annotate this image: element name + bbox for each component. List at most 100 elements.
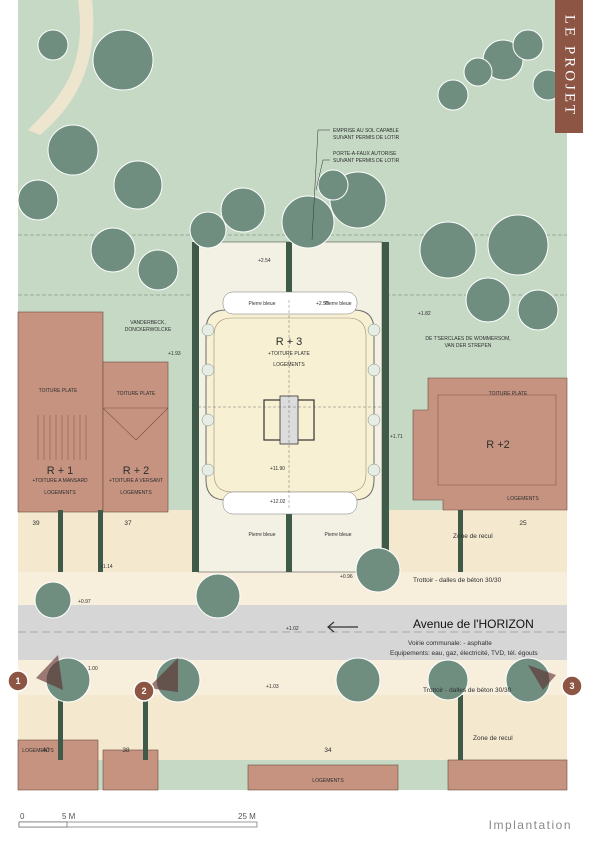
view-cone <box>36 655 63 690</box>
view-marker-2[interactable]: 2 <box>133 658 178 702</box>
logements-label: LOGEMENTS <box>312 778 344 784</box>
view-cone <box>528 665 556 690</box>
view-marker-1[interactable]: 1 <box>7 655 63 692</box>
building-right-r2: R +2 <box>486 439 510 451</box>
level-mark: +1.93 <box>168 351 181 357</box>
section-tab-label: LE PROJET <box>561 14 578 118</box>
ridge-line <box>102 407 137 441</box>
scale-bar: 0 5 M 25 M <box>18 812 258 828</box>
callout-leader <box>311 129 330 241</box>
level-mark: +1.14 <box>100 564 113 570</box>
ridge-line <box>135 407 169 441</box>
building-r1: R + 1 <box>47 465 74 477</box>
terrace-bottom <box>222 491 358 515</box>
road-surface <box>18 605 567 660</box>
roof-label: TOITURE PLATE <box>489 391 528 397</box>
owner-right: DE T'SERCLAES DE WOMMERSOM, <box>425 336 510 342</box>
site-plan-map: 1 2 3 EMPRISE AU SOL CAPABLE SUIVANT PER… <box>7 0 583 791</box>
house-number: 39 <box>32 520 40 527</box>
garden-path <box>28 0 94 135</box>
section-tab: LE PROJET <box>555 0 583 133</box>
building-left-mid <box>102 361 169 513</box>
building-right-inner <box>437 394 557 486</box>
hedge-front <box>458 510 463 572</box>
house-number: 38 <box>122 747 130 754</box>
logements-label: LOGEMENTS <box>22 748 54 754</box>
roof-label: TOITURE PLATE <box>39 388 78 394</box>
building-bottom-left2 <box>102 749 159 791</box>
sidewalk-label: Trottoir - dalles de béton 30/30 <box>413 577 502 584</box>
owner-left: VANDERBECK, <box>130 320 165 326</box>
sidewalk-bottom <box>18 660 567 695</box>
annotation-porte: PORTE-A-FAUX AUTORISE <box>333 151 397 157</box>
house-number: 34 <box>324 747 332 754</box>
house-number: 25 <box>519 520 527 527</box>
marker-number: 3 <box>569 681 574 691</box>
logements-label: LOGEMENTS <box>44 490 76 496</box>
project-roof: +TOITURE PLATE <box>268 351 310 357</box>
scale-end: 25 M <box>238 812 256 821</box>
project-use: LOGEMENTS <box>273 362 305 368</box>
level-mark: +0.96 <box>340 574 353 580</box>
hedge-front <box>58 695 63 760</box>
stone-label: Pierre bleue <box>249 301 276 307</box>
level-mark: +2.59 <box>316 301 329 307</box>
owner-left: DONCKERWOLCKE <box>125 327 172 333</box>
scale-zero: 0 <box>20 812 25 821</box>
zone-label: Zone de recul <box>453 533 493 540</box>
scale-bar-segment <box>18 821 68 828</box>
building-right <box>412 377 568 511</box>
level-mark: 1.00 <box>88 666 98 672</box>
page-caption: Implantation <box>488 818 572 832</box>
logements-label: LOGEMENTS <box>120 490 152 496</box>
annotation-emprise: EMPRISE AU SOL CAPABLE <box>333 128 400 134</box>
level-mark: +1.82 <box>418 311 431 317</box>
level-mark: +1.02 <box>286 626 299 632</box>
direction-arrow <box>327 621 358 633</box>
logements-label: LOGEMENTS <box>507 496 539 502</box>
building-left-flatroof <box>17 311 104 513</box>
zone-label: Zone de recul <box>473 735 513 742</box>
hedge-left <box>192 242 199 572</box>
project-trees <box>201 323 381 477</box>
project-floors: R + 3 <box>276 336 303 348</box>
terrace-top <box>222 291 358 315</box>
building-r2-note: +TOITURE A VERSANT <box>109 478 163 484</box>
building-bottom-right <box>447 759 568 791</box>
front-yard-bottom <box>18 695 567 760</box>
hedge-right <box>382 242 389 572</box>
level-mark: +2.54 <box>258 258 271 264</box>
level-mark: +12.02 <box>270 499 286 505</box>
road-name: Avenue de l'HORIZON <box>413 617 534 631</box>
road-equipements: Equipements: eau, gaz, électricité, TVD,… <box>390 650 538 657</box>
roof-label: TOITURE PLATE <box>117 391 156 397</box>
stone-label: Pierre bleue <box>325 532 352 538</box>
house-number: 40 <box>42 747 50 754</box>
callout-leader <box>315 159 330 191</box>
building-bottom-mid <box>247 764 399 791</box>
hedge-front <box>458 695 463 760</box>
annotation-emprise: SUIVANT PERMIS DE LOTIR <box>333 135 400 141</box>
level-mark: +11.90 <box>270 466 285 472</box>
road-voirie: Voirie communale: - asphalte <box>408 640 492 647</box>
view-marker-3[interactable]: 3 <box>528 665 583 697</box>
marker-number: 2 <box>141 686 146 696</box>
stone-label: Pierre bleue <box>249 532 276 538</box>
scale-mid: 5 M <box>62 812 76 821</box>
building-r1-note: +TOITURE A MANSARD <box>32 478 88 484</box>
house-number: 37 <box>124 520 132 527</box>
marker-number: 1 <box>15 676 20 686</box>
level-mark: +1.71 <box>390 434 403 440</box>
stone-label: Pierre bleue <box>325 301 352 307</box>
annotation-porte: SUIVANT PERMIS DE LOTIR <box>333 158 400 164</box>
level-mark: +0.97 <box>78 599 91 605</box>
sidewalk-top <box>18 572 567 605</box>
building-r2: R + 2 <box>123 465 150 477</box>
hedge-front <box>58 510 63 572</box>
sidewalk-label: Trottoir - dalles de béton 30/30 <box>423 687 512 694</box>
hedge-front <box>98 510 103 572</box>
roof-hatch-left <box>37 415 87 460</box>
hedge-front <box>143 695 148 760</box>
owner-right: VAN DER STREPEN <box>445 343 492 349</box>
level-mark: +1.03 <box>266 684 279 690</box>
